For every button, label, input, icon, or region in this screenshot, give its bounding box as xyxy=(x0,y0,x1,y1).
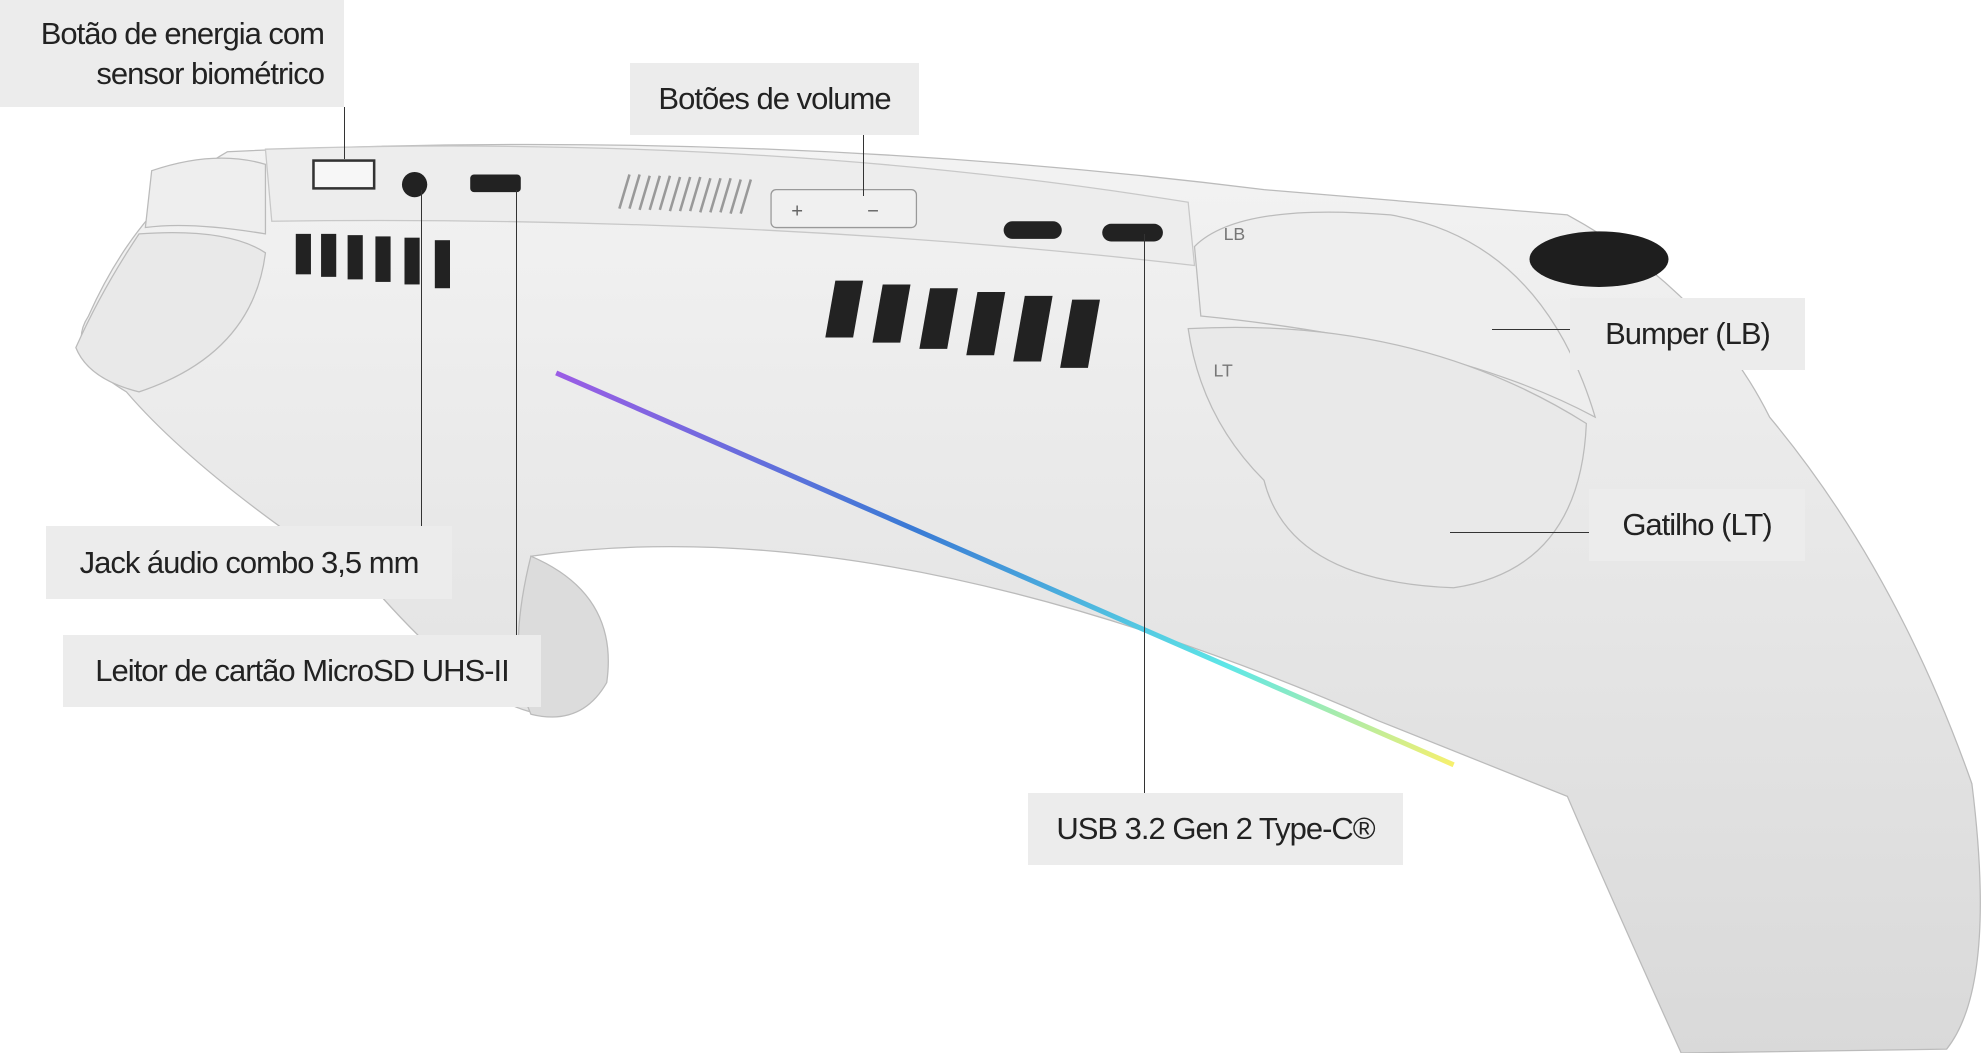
leader-trigger xyxy=(1450,532,1589,533)
callout-audio-jack: Jack áudio combo 3,5 mm xyxy=(46,526,452,599)
right-stick xyxy=(1529,231,1669,287)
callout-volume: Botões de volume xyxy=(630,63,919,135)
volume-minus-mark: − xyxy=(867,200,879,222)
callout-power-line1: Botão de energia com xyxy=(40,15,325,51)
microsd-slot xyxy=(470,174,521,193)
vents-left xyxy=(295,233,450,289)
callout-bumper-text: Bumper (LB) xyxy=(1605,316,1771,351)
usb-c-port-2 xyxy=(1102,223,1163,242)
leader-volume xyxy=(863,135,864,196)
vents-right xyxy=(825,280,1100,368)
lb-mark: LB xyxy=(1224,224,1246,244)
callout-usb-text: USB 3.2 Gen 2 Type-C® xyxy=(1056,811,1375,846)
leader-bumper xyxy=(1492,329,1570,330)
leader-usb xyxy=(1144,234,1145,793)
callout-volume-text: Botões de volume xyxy=(658,81,891,116)
volume-plus-mark: + xyxy=(791,200,803,222)
right-trigger xyxy=(75,232,267,393)
callout-trigger: Gatilho (LT) xyxy=(1589,489,1805,561)
usb-c-port-1 xyxy=(1003,221,1062,239)
lt-mark: LT xyxy=(1213,361,1233,381)
rgb-light-strip xyxy=(555,370,1455,768)
audio-jack xyxy=(401,171,428,198)
leader-power xyxy=(344,107,345,159)
callout-power-button: Botão de energia com sensor biométrico xyxy=(0,0,344,107)
left-trigger xyxy=(1187,326,1588,589)
callout-microsd: Leitor de cartão MicroSD UHS-II xyxy=(63,635,541,707)
power-button xyxy=(312,159,376,190)
leader-microsd xyxy=(516,190,517,635)
callout-audio-jack-text: Jack áudio combo 3,5 mm xyxy=(79,544,420,580)
callout-usb: USB 3.2 Gen 2 Type-C® xyxy=(1028,793,1403,865)
callout-trigger-text: Gatilho (LT) xyxy=(1622,507,1772,542)
right-bumper xyxy=(144,157,267,235)
volume-rocker xyxy=(770,189,918,229)
leader-jack xyxy=(421,190,422,526)
speaker-grille xyxy=(618,174,753,215)
callout-bumper: Bumper (LB) xyxy=(1570,298,1805,370)
callout-microsd-text: Leitor de cartão MicroSD UHS-II xyxy=(95,653,509,688)
callout-power-line2: sensor biométrico xyxy=(96,55,325,91)
